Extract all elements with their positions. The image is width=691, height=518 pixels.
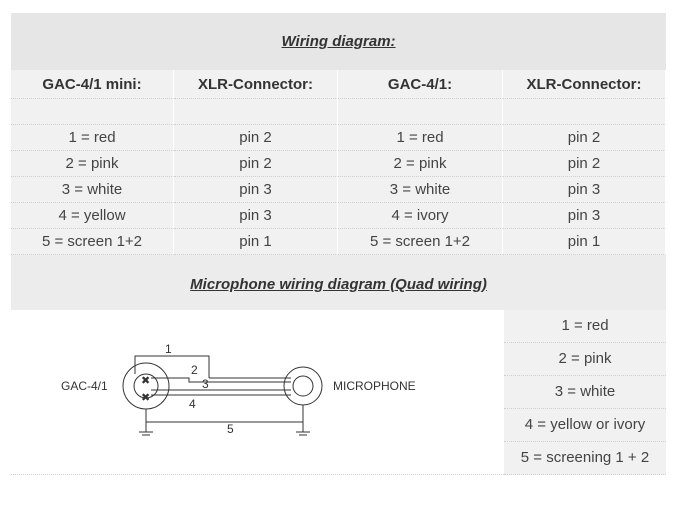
- table-cell: pin 3: [503, 177, 667, 203]
- table-cell: 3 = white: [11, 177, 174, 203]
- wire-label-2: 2: [191, 363, 198, 377]
- divider: [11, 474, 504, 475]
- table-cell: pin 1: [174, 229, 338, 255]
- table-cell: 2 = pink: [338, 151, 503, 177]
- schematic-svg: ✖ ✖ GAC-4/1 MICROPHONE 1 2 3 4 5: [61, 342, 416, 436]
- table-row: 5 = screen 1+2 pin 1 5 = screen 1+2 pin …: [11, 229, 667, 255]
- color-legend: 1 = red 2 = pink 3 = white 4 = yellow or…: [504, 310, 666, 475]
- legend-item: 5 = screening 1 + 2: [504, 442, 666, 475]
- header-xlr-1: XLR-Connector:: [174, 70, 338, 99]
- header-xlr-2: XLR-Connector:: [503, 70, 667, 99]
- table-cell: 5 = screen 1+2: [338, 229, 503, 255]
- table-cell: 1 = red: [338, 125, 503, 151]
- gac-connector-inner: [133, 373, 159, 399]
- table-cell: pin 2: [174, 151, 338, 177]
- table-cell: 3 = white: [338, 177, 503, 203]
- wiring-diagram-title: Wiring diagram:: [11, 13, 667, 70]
- legend-item: 3 = white: [504, 376, 666, 409]
- wire-1: [134, 355, 210, 378]
- table-cell: pin 2: [174, 125, 338, 151]
- table-cell: pin 2: [503, 151, 667, 177]
- microphone-outer: [283, 366, 323, 406]
- table-cell: 4 = yellow: [11, 203, 174, 229]
- wiring-schematic: ✖ ✖ GAC-4/1 MICROPHONE 1 2 3 4 5: [11, 310, 504, 473]
- table-row: 3 = white pin 3 3 = white pin 3: [11, 177, 667, 203]
- table-cell: pin 1: [503, 229, 667, 255]
- wire-label-3: 3: [202, 377, 209, 391]
- table-row: 2 = pink pin 2 2 = pink pin 2: [11, 151, 667, 177]
- wire-label-4: 4: [189, 397, 196, 411]
- table-cell: pin 3: [174, 177, 338, 203]
- microphone-label: MICROPHONE: [333, 379, 416, 393]
- wire-2: [151, 377, 291, 383]
- wire-5: [145, 405, 304, 423]
- legend-item: 4 = yellow or ivory: [504, 409, 666, 442]
- table-cell: 2 = pink: [11, 151, 174, 177]
- gac-label: GAC-4/1: [61, 379, 108, 393]
- wiring-table: Wiring diagram: GAC-4/1 mini: XLR-Connec…: [11, 13, 667, 313]
- header-gac-mini: GAC-4/1 mini:: [11, 70, 174, 99]
- table-row: 1 = red pin 2 1 = red pin 2: [11, 125, 667, 151]
- table-row: 4 = yellow pin 3 4 = ivory pin 3: [11, 203, 667, 229]
- table-cell: 4 = ivory: [338, 203, 503, 229]
- pin-mark-x: ✖: [141, 375, 150, 387]
- header-gac: GAC-4/1:: [338, 70, 503, 99]
- microphone-diagram-title: Microphone wiring diagram (Quad wiring): [11, 255, 667, 313]
- legend-item: 2 = pink: [504, 343, 666, 376]
- microphone-inner: [292, 375, 314, 397]
- spacer-row: [11, 99, 667, 125]
- table-cell: pin 2: [503, 125, 667, 151]
- wire-label-1: 1: [165, 342, 172, 356]
- wiring-content: Wiring diagram: GAC-4/1 mini: XLR-Connec…: [11, 13, 667, 475]
- pin-mark-x: ✖: [141, 392, 150, 404]
- legend-item: 1 = red: [504, 310, 666, 343]
- header-row: GAC-4/1 mini: XLR-Connector: GAC-4/1: XL…: [11, 70, 667, 99]
- table-cell: pin 3: [174, 203, 338, 229]
- wire-label-5: 5: [227, 422, 234, 436]
- table-cell: 5 = screen 1+2: [11, 229, 174, 255]
- table-cell: pin 3: [503, 203, 667, 229]
- table-cell: 1 = red: [11, 125, 174, 151]
